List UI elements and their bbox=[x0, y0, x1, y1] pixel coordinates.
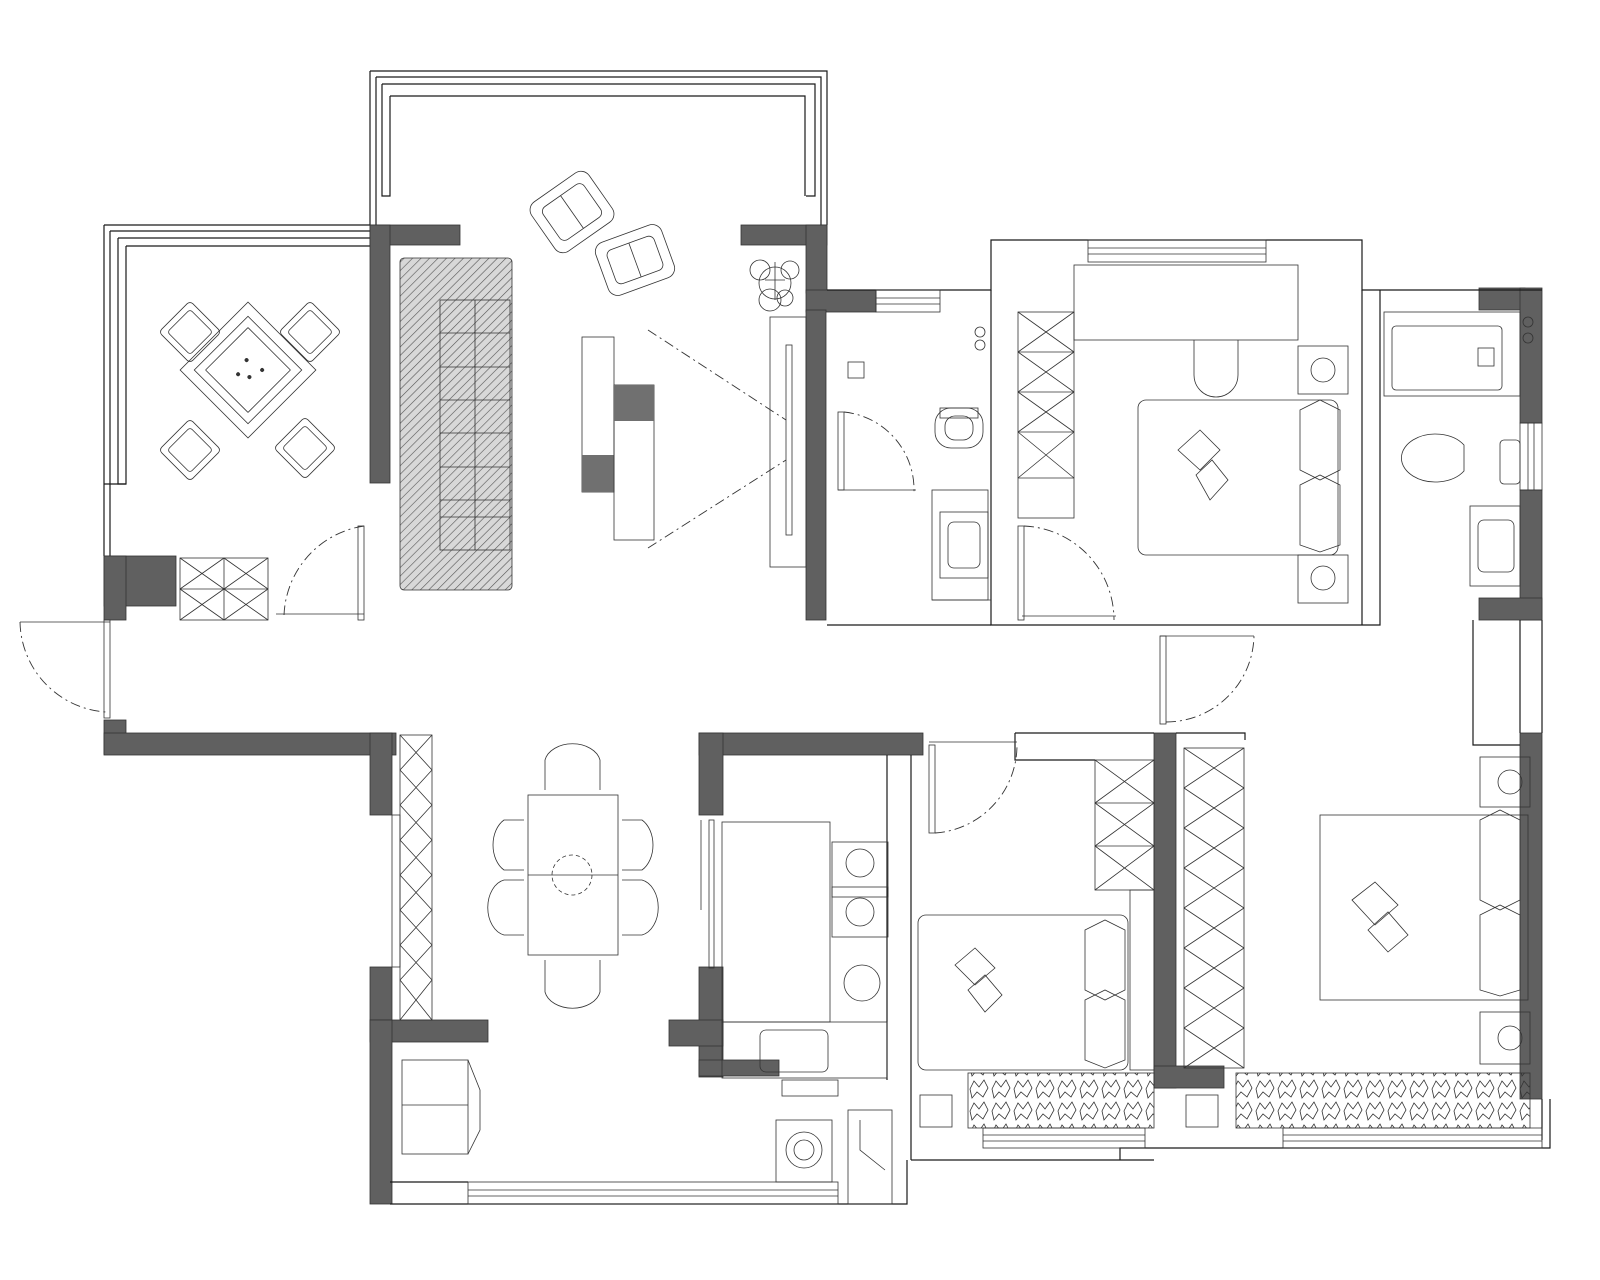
wardrobe-icon bbox=[399, 734, 433, 1021]
washing-machine-icon bbox=[775, 1119, 833, 1183]
left-balcony bbox=[103, 224, 370, 556]
toilet-icon bbox=[1401, 433, 1521, 485]
tv-cabinet-icon bbox=[647, 316, 807, 568]
bed-icon bbox=[917, 914, 1129, 1071]
nightstand-icon bbox=[1297, 345, 1349, 604]
shoe-cabinet-icon bbox=[401, 1059, 481, 1155]
wardrobe-icon bbox=[1017, 311, 1075, 519]
sink-icon bbox=[847, 326, 989, 579]
coffee-table-icon bbox=[581, 336, 655, 541]
stove-icon bbox=[721, 821, 889, 1023]
sink-icon bbox=[721, 1021, 888, 1079]
dining-table-icon bbox=[487, 743, 659, 1009]
top-balcony bbox=[369, 70, 828, 225]
toilet-icon bbox=[934, 407, 984, 449]
plant-icon bbox=[749, 259, 800, 312]
outline-walls bbox=[390, 239, 1551, 1205]
bed-icon bbox=[1319, 809, 1529, 1001]
wardrobe-icon bbox=[1094, 759, 1155, 1071]
nightstand-icon bbox=[1479, 756, 1531, 1065]
walls bbox=[103, 224, 1543, 1205]
window-icon bbox=[391, 239, 1543, 1205]
sink-icon bbox=[1469, 505, 1521, 587]
mahjong-table-icon bbox=[160, 301, 340, 480]
wardrobe-icon bbox=[179, 557, 269, 621]
door-swing-icon bbox=[19, 411, 1255, 969]
sofa-icon bbox=[399, 257, 513, 591]
wardrobe-icon bbox=[1183, 747, 1245, 1069]
armchair-icon bbox=[529, 170, 676, 296]
bathtub-icon bbox=[1383, 311, 1534, 397]
bed-icon bbox=[1137, 399, 1341, 556]
